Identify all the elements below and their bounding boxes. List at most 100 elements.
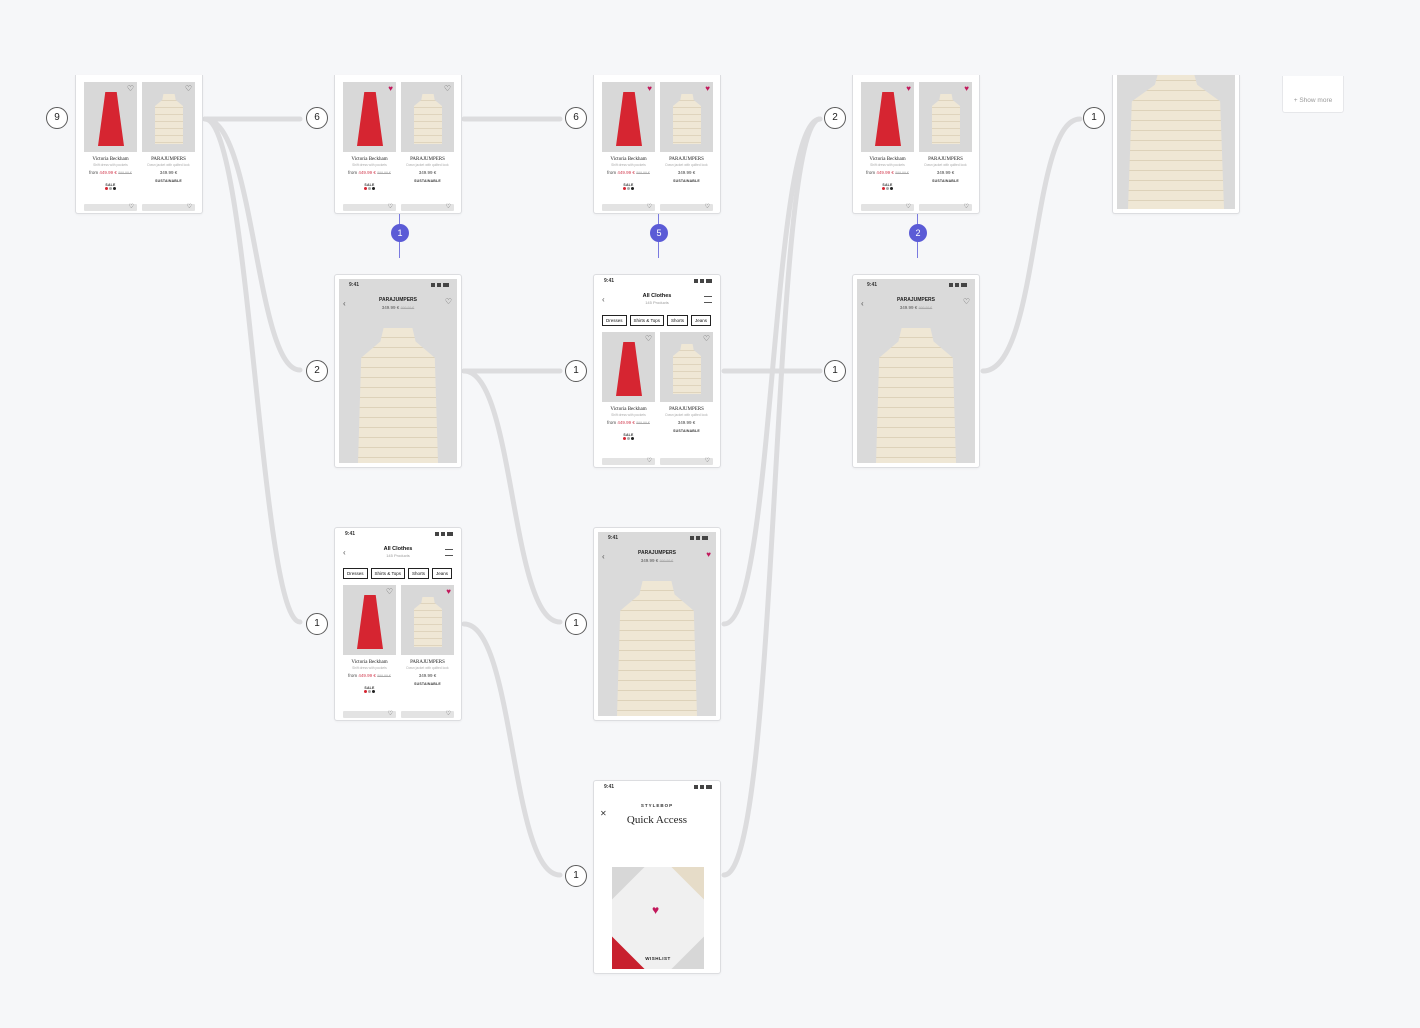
next-product-bar <box>401 710 454 718</box>
product-card-dress[interactable]: ♡ Victoria Beckham Shift dress with pock… <box>602 332 655 440</box>
flow-count-node[interactable]: 1 <box>306 613 328 635</box>
screen-product-list[interactable]: ♡ Victoria Beckham Shift dress with pock… <box>75 75 203 214</box>
product-tag: SUSTAINABLE <box>932 179 959 183</box>
flow-count-node[interactable]: 2 <box>824 107 846 129</box>
screen-product-list-fav-both-2[interactable]: ♥ Victoria Beckham Shift dress with pock… <box>852 75 980 214</box>
next-product-bar <box>919 203 972 211</box>
product-card-jacket[interactable]: ♡ PARAJUMPERS Down jacket with quilted l… <box>401 82 454 187</box>
product-brand: PARAJUMPERS <box>410 157 445 162</box>
flow-count-node[interactable]: 1 <box>1083 107 1105 129</box>
heart-filled-icon[interactable]: ♥ <box>446 587 451 596</box>
product-card-dress[interactable]: ♡ Victoria Beckham Shift dress with pock… <box>343 585 396 693</box>
detail-brand: PARAJUMPERS <box>638 550 676 556</box>
chip-jeans[interactable]: Jeans <box>431 568 452 579</box>
flow-count-node[interactable]: 1 <box>565 360 587 382</box>
color-swatches[interactable] <box>602 427 655 440</box>
product-card-jacket[interactable]: ♥ PARAJUMPERS Down jacket with quilted l… <box>919 82 972 187</box>
heart-filled-icon[interactable]: ♥ <box>647 84 652 93</box>
product-desc: Down jacket with quilted look <box>147 163 190 167</box>
flow-count-node[interactable]: 1 <box>565 613 587 635</box>
page-title: All Clothes <box>383 546 413 552</box>
chip-shirts[interactable]: Shirts & Tops <box>370 568 405 579</box>
back-icon[interactable]: ‹ <box>861 299 864 308</box>
product-tag: SALE <box>364 183 375 187</box>
heart-filled-icon[interactable]: ♥ <box>964 84 969 93</box>
detail-price: 349.99 € 699.99 € <box>899 305 933 310</box>
screen-product-detail[interactable]: 9:41 ‹ PARAJUMPERS 349.99 € 699.99 € ♡ <box>334 274 462 468</box>
detail-brand: PARAJUMPERS <box>897 297 935 303</box>
screen-product-detail-2[interactable]: 9:41 ‹ PARAJUMPERS 349.99 € 699.99 € ♡ <box>852 274 980 468</box>
product-card-jacket[interactable]: ♥ PARAJUMPERS Down jacket with quilted l… <box>401 585 454 690</box>
product-card-dress[interactable]: ♥ Victoria Beckham Shift dress with pock… <box>861 82 914 190</box>
branch-count-badge[interactable]: 5 <box>650 224 668 242</box>
heart-icon[interactable]: ♡ <box>443 84 451 93</box>
chip-dresses[interactable]: Dresses <box>343 568 368 579</box>
flow-count-node[interactable]: 9 <box>46 107 68 129</box>
product-card-dress[interactable]: ♡ Victoria Beckham Shift dress with pock… <box>84 82 137 190</box>
color-swatches[interactable] <box>343 177 396 190</box>
flow-count-node[interactable]: 6 <box>306 107 328 129</box>
color-swatches[interactable] <box>343 680 396 693</box>
back-icon[interactable]: ‹ <box>602 295 605 304</box>
chip-jeans[interactable]: Jeans <box>690 315 711 326</box>
close-icon[interactable]: ✕ <box>600 809 607 818</box>
next-product-bar <box>343 710 396 718</box>
product-price: from 449.99 € 899.99 € <box>89 170 132 175</box>
branch-count-badge[interactable]: 1 <box>391 224 409 242</box>
heart-filled-icon[interactable]: ♥ <box>706 550 711 559</box>
product-tag: SUSTAINABLE <box>414 179 441 183</box>
heart-icon[interactable]: ♡ <box>962 297 970 306</box>
jacket-full-image <box>1117 75 1235 209</box>
product-card-jacket[interactable]: ♡ PARAJUMPERS Down jacket with quilted l… <box>142 82 195 187</box>
screen-jacket-fullscreen[interactable] <box>1112 75 1240 214</box>
flow-count-node[interactable]: 2 <box>306 360 328 382</box>
product-card-jacket[interactable]: ♡ PARAJUMPERS Down jacket with quilted l… <box>660 332 713 437</box>
color-swatches[interactable] <box>602 177 655 190</box>
product-desc: Shift dress with pockets <box>870 163 905 167</box>
product-desc: Down jacket with quilted look <box>665 163 708 167</box>
product-card-jacket[interactable]: ♥ PARAJUMPERS Down jacket with quilted l… <box>660 82 713 187</box>
flow-count-node[interactable]: 6 <box>565 107 587 129</box>
show-more-button[interactable]: + Show more <box>1282 76 1344 113</box>
heart-filled-icon[interactable]: ♥ <box>705 84 710 93</box>
product-brand: PARAJUMPERS <box>928 157 963 162</box>
product-card-dress[interactable]: ♥ Victoria Beckham Shift dress with pock… <box>602 82 655 190</box>
heart-icon[interactable]: ♡ <box>444 297 452 306</box>
screen-product-detail-fav[interactable]: 9:41 ‹ PARAJUMPERS 349.99 € 699.99 € ♥ <box>593 527 721 721</box>
screen-quick-access[interactable]: 9:41 STYLEBOP ✕ Quick Access ♥ WISHLIST <box>593 780 721 974</box>
filter-icon[interactable] <box>704 296 712 303</box>
heart-filled-icon[interactable]: ♥ <box>906 84 911 93</box>
chip-shirts[interactable]: Shirts & Tops <box>629 315 664 326</box>
color-swatches[interactable] <box>84 177 137 190</box>
heart-icon[interactable]: ♡ <box>702 334 710 343</box>
back-icon[interactable]: ‹ <box>343 548 346 557</box>
product-card-dress[interactable]: ♥ Victoria Beckham Shift dress with pock… <box>343 82 396 190</box>
heart-icon[interactable]: ♡ <box>126 84 134 93</box>
heart-filled-icon[interactable]: ♥ <box>388 84 393 93</box>
detail-image-area: 9:41 ‹ PARAJUMPERS 349.99 € 699.99 € ♡ <box>857 279 975 463</box>
chip-shorts[interactable]: Shorts <box>666 315 688 326</box>
product-price: 349.99 € <box>677 420 696 425</box>
flow-count-node[interactable]: 1 <box>824 360 846 382</box>
back-icon[interactable]: ‹ <box>602 552 605 561</box>
screen-product-list-fav-both[interactable]: ♥ Victoria Beckham Shift dress with pock… <box>593 75 721 214</box>
screen-product-list-fav[interactable]: ♥ Victoria Beckham Shift dress with pock… <box>334 75 462 214</box>
next-product-bar <box>602 457 655 465</box>
wishlist-tile[interactable]: ♥ WISHLIST <box>612 867 704 969</box>
jacket-image <box>673 94 701 144</box>
heart-icon[interactable]: ♡ <box>184 84 192 93</box>
product-price: from 449.99 € 899.99 € <box>348 170 391 175</box>
color-swatches[interactable] <box>861 177 914 190</box>
next-product-bar <box>343 203 396 211</box>
chip-dresses[interactable]: Dresses <box>602 315 627 326</box>
back-icon[interactable]: ‹ <box>343 299 346 308</box>
product-price: from 449.99 € 899.99 € <box>866 170 909 175</box>
filter-icon[interactable] <box>445 549 453 556</box>
heart-icon[interactable]: ♡ <box>644 334 652 343</box>
branch-count-badge[interactable]: 2 <box>909 224 927 242</box>
heart-icon[interactable]: ♡ <box>385 587 393 596</box>
flow-count-node[interactable]: 1 <box>565 865 587 887</box>
chip-shorts[interactable]: Shorts <box>407 568 429 579</box>
